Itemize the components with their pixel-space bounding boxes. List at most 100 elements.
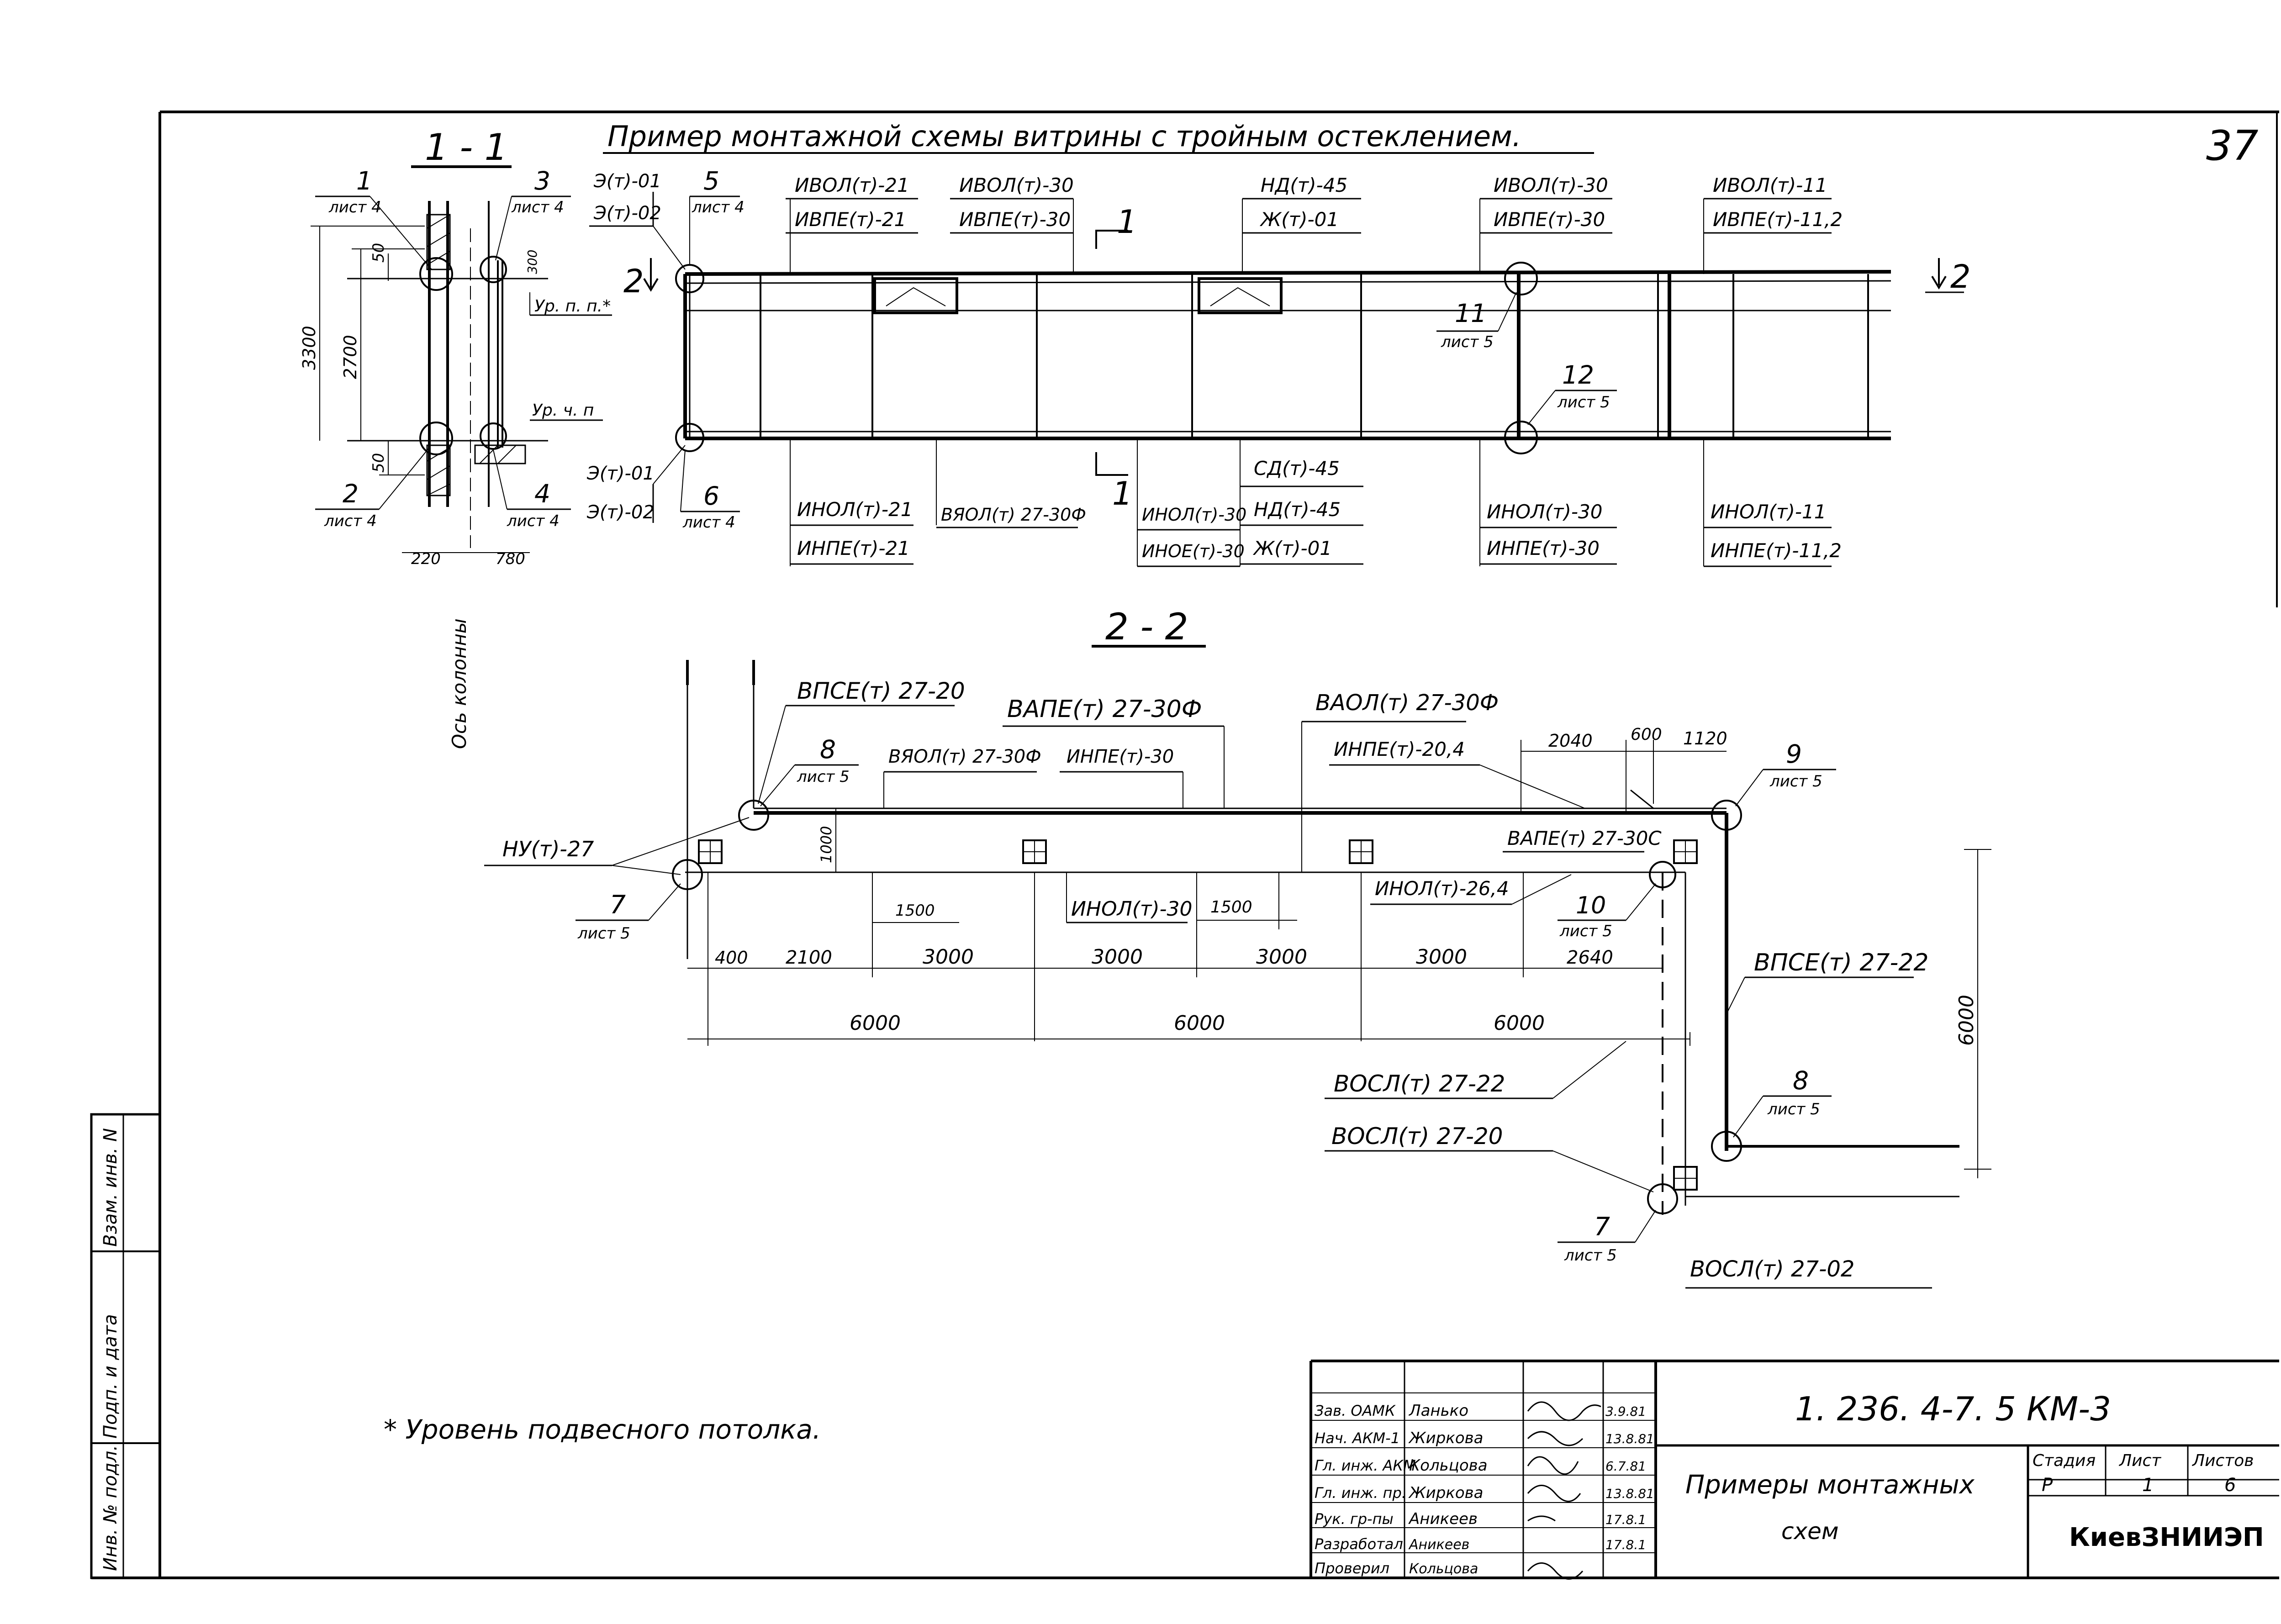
main-title: Пример монтажной схемы витрины с тройным…	[607, 120, 1521, 153]
tb-name-4: Аникеев	[1408, 1510, 1478, 1528]
side-stamp-replace: Взам. инв. N	[100, 1128, 121, 1247]
label-inol-26-4: ИНОЛ(т)-26,4	[1375, 877, 1509, 900]
tb-role-2: Гл. инж. АКМ	[1315, 1457, 1416, 1474]
label-vape-30c: ВАПЕ(т) 27-30С	[1507, 827, 1662, 849]
node-10-num: 10	[1576, 892, 1606, 919]
dim-1500b: 1500	[1210, 898, 1252, 917]
node-7b-num: 7	[1594, 1212, 1610, 1241]
dim-1500a: 1500	[895, 902, 935, 920]
tb-name-5: Аникеев	[1408, 1537, 1469, 1553]
label-nu-27: НУ(т)-27	[502, 837, 594, 861]
tb-sheets-header: Листов	[2191, 1451, 2254, 1470]
elev-top-4b: ИВПЕ(т)-11,2	[1713, 208, 1843, 231]
tb-title-line2: схем	[1781, 1518, 1839, 1545]
label-vpse-22: ВПСЕ(т) 27-22	[1754, 949, 1928, 976]
tb-org: КиевЗНИИЭП	[2069, 1523, 2264, 1552]
node-7a-num: 7	[610, 890, 626, 919]
label-inpe-30: ИНПЕ(т)-30	[1067, 746, 1174, 767]
label-vosl-22: ВОСЛ(т) 27-22	[1334, 1070, 1505, 1097]
label-vyaol-30f: ВЯОЛ(т) 27-30Ф	[888, 746, 1041, 767]
tb-name-2: Кольцова	[1409, 1456, 1488, 1475]
elev-left-bottom-0: Э(т)-01	[586, 463, 655, 484]
tb-date-4: 17.8.1	[1605, 1512, 1646, 1527]
node-12-num: 12	[1562, 360, 1594, 390]
label-inpe-20-4: ИНПЕ(т)-20,4	[1334, 738, 1465, 760]
elevation: Э(т)-01 Э(т)-02 Э(т)-01 Э(т)-02 5 лист 4…	[586, 166, 1971, 567]
elev-top-0a: ИВОЛ(т)-21	[795, 174, 909, 196]
dim-50-bottom: 50	[370, 453, 388, 473]
dim-3000d: 3000	[1416, 945, 1467, 969]
dim-300: 300	[525, 250, 540, 274]
dim-6000a: 6000	[850, 1012, 901, 1035]
column-markers	[698, 839, 1698, 1191]
elev-bot-3b: НД(т)-45	[1254, 498, 1341, 521]
tb-code: 1. 236. 4-7. 5 КМ-3	[1795, 1390, 2111, 1428]
elev-bot-0b: ИНПЕ(т)-21	[797, 537, 910, 559]
side-stamp-sign: Подп. и дата	[100, 1314, 121, 1439]
callout-2-sheet: лист 4	[324, 512, 377, 530]
callout-4-num: 4	[534, 479, 550, 508]
dim-400: 400	[715, 948, 748, 968]
elev-bot-5b: ИНПЕ(т)-11,2	[1711, 539, 1842, 562]
dim-3300: 3300	[299, 326, 319, 370]
label-vaol-30f: ВАОЛ(т) 27-30Ф	[1315, 690, 1499, 716]
dim-2700: 2700	[340, 335, 360, 379]
elev-left-top-1: Э(т)-02	[593, 203, 661, 224]
elev-top-1a: ИВОЛ(т)-30	[959, 174, 1074, 196]
tb-role-4: Рук. гр-пы	[1315, 1510, 1394, 1528]
node-6-num: 6	[703, 481, 719, 511]
label-vpse-20: ВПСЕ(т) 27-20	[797, 678, 965, 704]
tb-sheets: 6	[2224, 1475, 2236, 1496]
tb-date-5: 17.8.1	[1605, 1537, 1646, 1552]
dim-6000b: 6000	[1174, 1012, 1225, 1035]
tb-role-3: Гл. инж. пр.	[1315, 1484, 1406, 1502]
elev-top-labels: ИВОЛ(т)-21 ИВПЕ(т)-21 ИВОЛ(т)-30 ИВПЕ(т)…	[786, 174, 1843, 274]
elev-bot-1a: ВЯОЛ(т) 27-30Ф	[941, 505, 1086, 525]
tb-sheet: 1	[2142, 1475, 2154, 1496]
node-5-sheet: лист 4	[692, 198, 744, 216]
callout-1-sheet: лист 4	[328, 198, 381, 216]
footnote: * Уровень подвесного потолка.	[384, 1414, 821, 1445]
dim-6000v: 6000	[1955, 995, 1978, 1046]
cut-2-right: 2	[1950, 258, 1971, 295]
tb-date-3: 13.8.81	[1605, 1486, 1654, 1501]
elev-bot-5a: ИНОЛ(т)-11	[1711, 501, 1826, 523]
elev-bot-4b: ИНПЕ(т)-30	[1487, 537, 1600, 559]
node-10-sheet: лист 5	[1559, 922, 1612, 940]
side-stamp-inv: Инв. № подл.	[100, 1445, 121, 1571]
dim-1000: 1000	[818, 826, 835, 863]
elev-top-4a: ИВОЛ(т)-11	[1713, 174, 1827, 196]
tb-name-1: Жиркова	[1408, 1429, 1484, 1447]
sheet-frame	[91, 111, 2279, 1579]
tb-role-1: Нач. АКМ-1	[1315, 1429, 1400, 1447]
node-5-num: 5	[703, 166, 719, 195]
elev-top-0b: ИВПЕ(т)-21	[795, 208, 906, 231]
callout-1-num: 1	[356, 166, 372, 195]
cut-1-top: 1	[1117, 203, 1137, 241]
title-block: Зав. ОАМК Ланько 3.9.81 Нач. АКМ-1 Жирко…	[1309, 1360, 2279, 1580]
elev-top-1b: ИВПЕ(т)-30	[959, 208, 1071, 231]
tb-name-3: Жиркова	[1408, 1484, 1484, 1502]
tb-name-0: Ланько	[1408, 1402, 1468, 1420]
node-9-sheet: лист 5	[1769, 772, 1822, 791]
node-11-num: 11	[1455, 299, 1487, 328]
dim-2040: 2040	[1548, 731, 1593, 751]
callout-3-sheet: лист 4	[511, 198, 564, 216]
tb-date-1: 13.8.81	[1605, 1431, 1654, 1446]
page-number: 37	[2206, 122, 2259, 170]
elev-bot-4a: ИНОЛ(т)-30	[1487, 501, 1602, 523]
node-7b-sheet: лист 5	[1564, 1246, 1617, 1265]
cut-1-bottom: 1	[1112, 475, 1133, 512]
dim-780: 780	[496, 550, 525, 568]
dim-600: 600	[1631, 725, 1662, 744]
section-1-1-title: 1 - 1	[425, 126, 508, 169]
elev-left-top-0: Э(т)-01	[593, 171, 661, 192]
elev-top-3b: ИВПЕ(т)-30	[1494, 208, 1605, 231]
callout-4-sheet: лист 4	[507, 512, 560, 530]
elev-bot-3a: СД(т)-45	[1254, 457, 1340, 480]
tb-date-2: 6.7.81	[1605, 1459, 1646, 1474]
elev-top-2a: НД(т)-45	[1261, 174, 1347, 196]
dim-6000c: 6000	[1494, 1012, 1545, 1035]
node-12-sheet: лист 5	[1557, 393, 1610, 411]
elev-bot-3c: Ж(т)-01	[1252, 537, 1332, 559]
